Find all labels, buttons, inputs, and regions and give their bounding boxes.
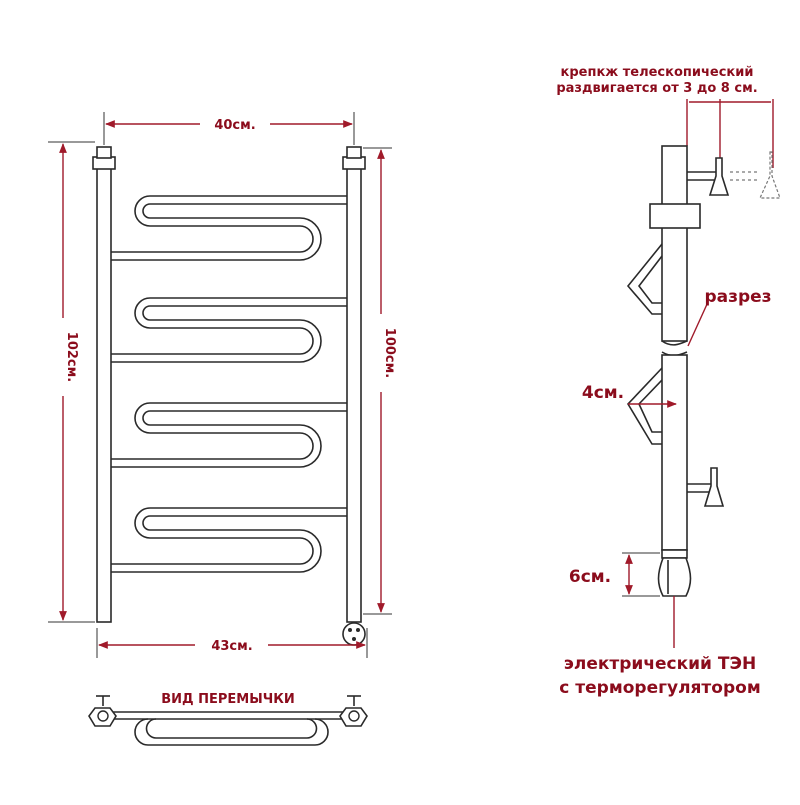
heater-label-line2: с терморегулятором — [559, 678, 760, 698]
width-top-label: 40см. — [214, 118, 255, 133]
mount-label-line1: крепкж телескопический — [561, 65, 754, 80]
side-bend-upper — [626, 243, 663, 315]
width-bottom-label: 43см. — [211, 639, 252, 654]
right-post — [346, 161, 362, 623]
side-cut-break — [661, 340, 688, 346]
side-post-lower — [661, 354, 688, 551]
serpentine-coils — [107, 195, 350, 573]
left-post — [96, 161, 112, 623]
side-collar-nut — [649, 203, 701, 229]
mount-label-line2: раздвигается от 3 до 8 см. — [556, 81, 757, 96]
heater-element — [657, 549, 692, 597]
front-view: 40см. 43см. 102см. 100см. — [48, 112, 397, 658]
cut-label: разрез — [704, 287, 771, 307]
height-inner-label: 100см. — [382, 328, 397, 378]
heater-label-line1: электрический ТЭН — [564, 654, 756, 674]
bridge-left-mount — [88, 695, 117, 727]
upper-wall-mount — [687, 151, 781, 199]
lower-wall-mount — [687, 467, 725, 507]
dim-height-outer: 102см. — [48, 141, 95, 623]
dim-width-bottom: 43см. — [96, 628, 368, 658]
right-top-nut — [342, 156, 366, 170]
bridge-view-title: ВИД ПЕРЕМЫЧКИ — [161, 692, 294, 707]
bridge-right-mount — [339, 695, 368, 727]
side-post-upper — [661, 145, 688, 342]
left-top-nut — [92, 156, 116, 170]
bridge-view: ВИД ПЕРЕМЫЧКИ — [88, 692, 368, 746]
dim-height-inner: 100см. — [363, 147, 397, 615]
depth-label: 4см. — [582, 383, 624, 403]
side-view: крепкж телескопический раздвигается от 3… — [556, 65, 781, 698]
height-outer-label: 102см. — [64, 332, 79, 382]
heater-plug-front — [342, 622, 366, 646]
side-bend-lower — [627, 367, 663, 445]
dim-width-top: 40см. — [103, 112, 355, 145]
heater-height-label: 6см. — [569, 567, 611, 587]
